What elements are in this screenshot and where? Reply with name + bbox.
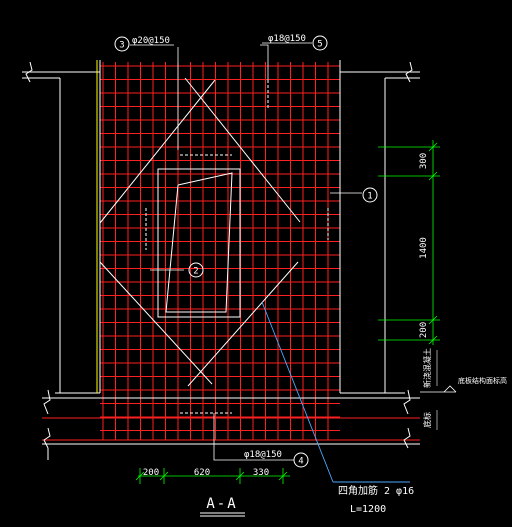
dimension-right bbox=[378, 140, 440, 345]
level-note: 底板结构面标高 bbox=[458, 376, 507, 385]
callout-1: 1 bbox=[362, 187, 378, 203]
vertical-note-2: 底标 bbox=[422, 412, 432, 428]
svg-text:2: 2 bbox=[193, 267, 198, 277]
level-marker bbox=[420, 385, 457, 393]
dim-right-2: 1400 bbox=[419, 237, 429, 259]
label-top-left: φ20@150 bbox=[132, 36, 170, 46]
svg-text:4: 4 bbox=[298, 457, 303, 467]
callout-5: 5 bbox=[312, 35, 328, 51]
dim-bottom-3: 330 bbox=[253, 468, 269, 478]
label-bottom: φ18@150 bbox=[244, 450, 282, 460]
callout-3: 3 bbox=[114, 36, 130, 52]
dim-right-1: 300 bbox=[419, 153, 429, 169]
label-top-right: φ18@150 bbox=[268, 34, 306, 44]
svg-text:5: 5 bbox=[317, 40, 322, 50]
rebar-grid bbox=[42, 62, 420, 441]
corner-note-line2: L=1200 bbox=[350, 504, 386, 515]
corner-note-line1: 四角加筋 2 φ16 bbox=[338, 484, 414, 497]
corner-note-leader bbox=[261, 301, 334, 483]
svg-text:3: 3 bbox=[119, 41, 124, 51]
vertical-note-1: 新浇混凝土 bbox=[422, 348, 432, 388]
dim-right-3: 200 bbox=[419, 322, 429, 338]
dim-bottom-1: 200 bbox=[143, 468, 159, 478]
leader-lines bbox=[150, 44, 362, 461]
dimension-bottom bbox=[135, 468, 290, 484]
callout-4: 4 bbox=[293, 452, 309, 468]
callout-2: 2 bbox=[188, 262, 204, 278]
dim-bottom-2: 620 bbox=[194, 468, 210, 478]
section-title: A-A bbox=[206, 496, 237, 512]
svg-text:1: 1 bbox=[367, 192, 372, 202]
corner-bars bbox=[99, 77, 301, 387]
hook-bars bbox=[145, 80, 329, 414]
